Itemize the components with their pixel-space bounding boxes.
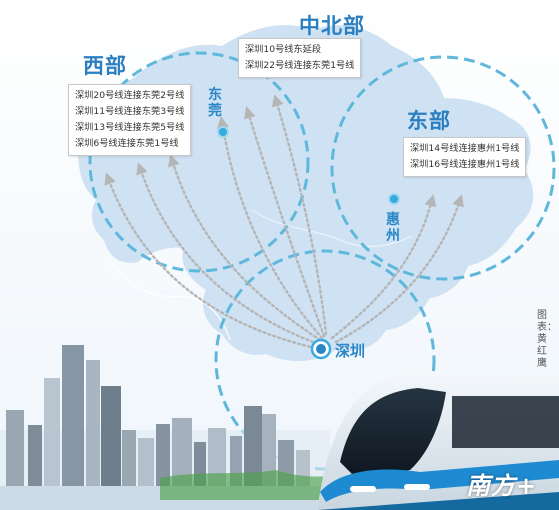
chart-credit: 图表：黄红鹰 (537, 310, 557, 369)
west-region-circle (88, 51, 310, 273)
line-item: 深圳20号线连接东莞2号线 (75, 90, 185, 101)
line-item: 深圳16号线连接惠州1号线 (410, 159, 520, 170)
route-arrow-icon (136, 162, 320, 346)
city-label-huizhou: 惠州 (386, 212, 400, 244)
east-region-title: 东部 (407, 109, 451, 133)
route-arrow-icon (104, 172, 317, 350)
city-dot-icon (388, 193, 400, 205)
city-dot-icon (310, 338, 332, 360)
line-item: 深圳14号线连接惠州1号线 (410, 143, 520, 154)
west-region-lines-box: 深圳20号线连接东莞2号线 深圳11号线连接东莞3号线 深圳13号线连接东莞5号… (68, 84, 192, 156)
line-item: 深圳10号线东延段 (245, 44, 322, 55)
city-label-dongguan: 东莞 (208, 87, 222, 119)
east-region-circle (330, 55, 556, 281)
route-arrow-icon (217, 116, 324, 340)
route-arrow-icon (330, 194, 437, 340)
north-central-region-title: 中北部 (299, 14, 365, 38)
city-dot-icon (217, 126, 229, 138)
brand-logo: 南方+ (466, 471, 538, 500)
line-item: 深圳6号线连接东莞1号线 (75, 138, 179, 149)
route-arrow-icon (244, 106, 326, 338)
route-lines (104, 94, 464, 350)
north-central-region-lines-box: 深圳10号线东延段 深圳22号线连接东莞1号线 (238, 38, 362, 78)
line-item: 深圳11号线连接东莞3号线 (75, 106, 185, 117)
line-item: 深圳22号线连接东莞1号线 (245, 60, 355, 71)
skyline-illustration (0, 345, 330, 510)
route-arrow-icon (168, 154, 322, 342)
east-region-lines-box: 深圳14号线连接惠州1号线 深圳16号线连接惠州1号线 (403, 137, 527, 177)
line-item: 深圳13号线连接东莞5号线 (75, 122, 185, 133)
city-label-shenzhen: 深圳 (335, 342, 366, 360)
route-arrow-icon (271, 94, 328, 336)
metro-train-illustration (318, 372, 559, 510)
west-region-title: 西部 (83, 54, 127, 78)
route-arrow-icon (334, 194, 464, 344)
